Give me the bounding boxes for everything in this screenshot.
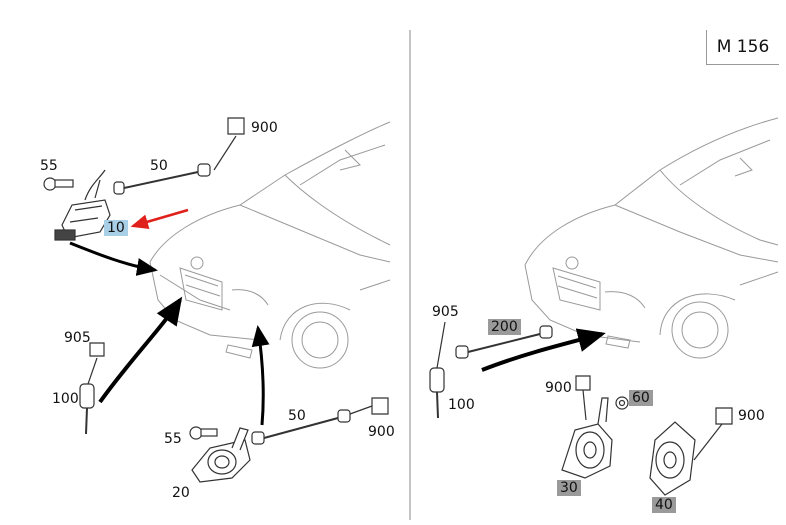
callout-100-left[interactable]: 100 bbox=[52, 391, 79, 407]
callout-905-right[interactable]: 905 bbox=[432, 304, 459, 320]
callout-55-bottom[interactable]: 55 bbox=[164, 431, 182, 447]
part-50-cable-bottom bbox=[251, 409, 351, 445]
arrow-horn-to-car bbox=[251, 325, 270, 426]
callout-55-top[interactable]: 55 bbox=[40, 158, 58, 174]
callout-900-right[interactable]: 900 bbox=[738, 408, 765, 424]
part-900-connector-bottom bbox=[349, 397, 389, 415]
arrow-cable-to-car bbox=[481, 328, 606, 372]
car-outline-right bbox=[524, 117, 779, 359]
part-60-nut bbox=[615, 396, 629, 410]
part-905-clip-left bbox=[89, 342, 105, 357]
arrow-sensor-to-car bbox=[69, 241, 158, 276]
callout-900-top[interactable]: 900 bbox=[251, 120, 278, 136]
callout-900-bottom[interactable]: 900 bbox=[368, 424, 395, 440]
part-10-sensor bbox=[54, 169, 111, 241]
callout-60[interactable]: 60 bbox=[629, 390, 653, 406]
callout-30[interactable]: 30 bbox=[557, 480, 581, 496]
part-55-bolt-bottom bbox=[189, 426, 218, 440]
arrow-tempsensor-to-car bbox=[98, 296, 183, 404]
callout-10-selected[interactable]: 10 bbox=[104, 220, 128, 236]
car-outline-left bbox=[149, 121, 391, 369]
part-55-bolt-top bbox=[43, 177, 74, 191]
part-100-temp-sensor-right bbox=[429, 367, 445, 419]
part-200-cable bbox=[455, 325, 553, 359]
callout-50-bottom[interactable]: 50 bbox=[288, 408, 306, 424]
callout-20[interactable]: 20 bbox=[172, 485, 190, 501]
callout-100-right[interactable]: 100 bbox=[448, 397, 475, 413]
callout-200[interactable]: 200 bbox=[488, 319, 521, 335]
part-905-clip-right bbox=[436, 321, 446, 369]
part-50-cable-top bbox=[113, 163, 211, 195]
red-pointer-arrow bbox=[130, 208, 189, 230]
part-40-horn bbox=[649, 421, 696, 496]
callout-40[interactable]: 40 bbox=[652, 497, 676, 513]
part-30-horn bbox=[561, 397, 613, 479]
part-900-connector-right bbox=[693, 407, 733, 461]
callout-900-mid[interactable]: 900 bbox=[545, 380, 572, 396]
part-900-connector-top bbox=[213, 117, 245, 171]
part-20-horn bbox=[191, 427, 251, 483]
part-100-temp-sensor-left bbox=[79, 357, 98, 435]
callout-50-top[interactable]: 50 bbox=[150, 158, 168, 174]
callout-905-left[interactable]: 905 bbox=[64, 330, 91, 346]
model-code-box: M 156 bbox=[706, 30, 779, 65]
part-900-connector-mid bbox=[575, 375, 591, 421]
